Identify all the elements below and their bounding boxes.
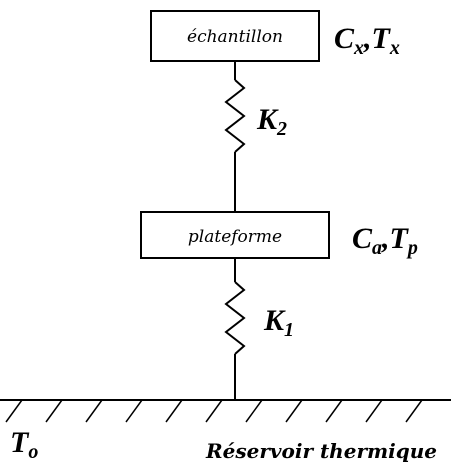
sample-label: échantillon [187,27,283,47]
ground-hatching [5,399,423,423]
platform-box [140,211,330,259]
reservoir-temperature-label: To [10,426,38,463]
platform-heat-capacity: C [352,222,373,255]
platform-variables: Ca,Tp [352,222,418,259]
reservoir-temperature: T [10,426,30,459]
platform-label: plateforme [188,227,282,247]
upper-conductance-label: K2 [256,103,287,140]
upper-conductance-subscript: 2 [276,118,287,140]
platform-temperature: T [390,222,410,255]
sample-heat-capacity-subscript: x [353,37,364,59]
lower-conductance-subscript: 1 [284,319,294,341]
sample-block: échantillon [150,10,320,62]
upper-conductance: K [256,103,279,136]
reservoir-temperature-subscript: o [28,441,38,463]
lower-spring [224,281,246,355]
platform-block: plateforme [140,211,330,259]
sample-box [150,10,320,62]
upper-spring [224,79,246,153]
sample-separator: , [363,22,372,55]
lower-thermal-link [224,258,246,400]
sample-temperature: T [372,22,392,55]
sample-temperature-subscript: x [389,37,400,59]
sample-heat-capacity: C [334,22,355,55]
platform-heat-capacity-subscript: a [372,237,382,259]
reservoir-label: Réservoir thermique [205,439,437,463]
platform-temperature-subscript: p [406,237,418,259]
lower-conductance-label: K1 [263,304,294,341]
platform-separator: , [381,222,390,255]
sample-variables: Cx,Tx [334,22,400,59]
reservoir-ground [0,399,451,423]
upper-thermal-link [224,61,246,212]
lower-conductance: K [263,304,286,337]
